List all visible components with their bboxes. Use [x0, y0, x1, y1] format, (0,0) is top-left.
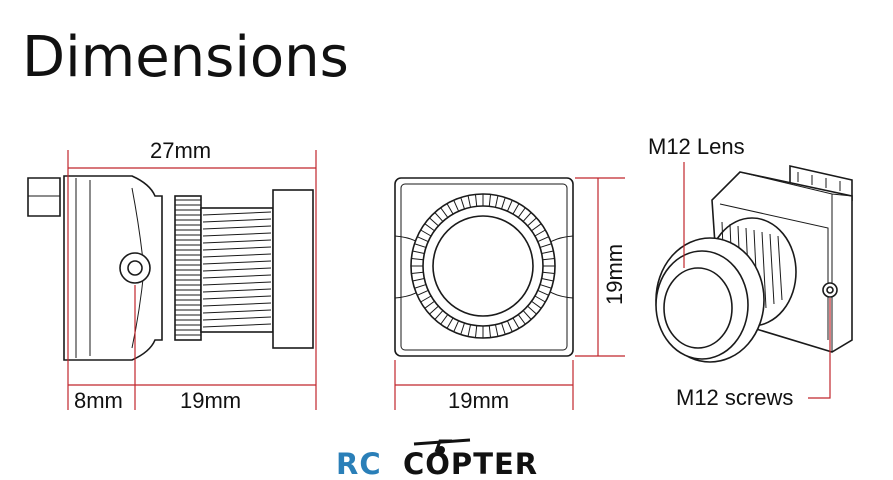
- logo-rc: RC: [336, 447, 382, 480]
- screws-callout-line: [808, 298, 831, 399]
- screws-callout-label: M12 screws: [676, 385, 793, 410]
- perspective-view: M12 Lens M12 screws: [648, 134, 853, 410]
- overall-length-label: 27mm: [150, 138, 211, 163]
- front-lens-knurl: [411, 194, 555, 338]
- lens-callout-label: M12 Lens: [648, 134, 745, 159]
- side-connector: [27, 177, 61, 217]
- perspective-lens-glass: [663, 267, 733, 349]
- side-lens-cap: [272, 189, 314, 349]
- page-title: Dimensions: [22, 25, 349, 90]
- rc-copter-logo: RC COPTER: [336, 438, 538, 480]
- side-lens-threads: [202, 211, 272, 328]
- front-lens-glass: [432, 215, 534, 317]
- side-lens-ring: [174, 195, 202, 341]
- logo-copter: COPTER: [403, 447, 538, 480]
- side-lens-knurl: [175, 199, 201, 336]
- lens-length-label: 19mm: [180, 388, 241, 413]
- body-length-label: 8mm: [74, 388, 123, 413]
- front-height-label: 19mm: [602, 244, 627, 305]
- side-view: 27mm 8mm 19mm: [27, 138, 317, 413]
- front-width-label: 19mm: [448, 388, 509, 413]
- front-view: 19mm 19mm: [394, 177, 627, 413]
